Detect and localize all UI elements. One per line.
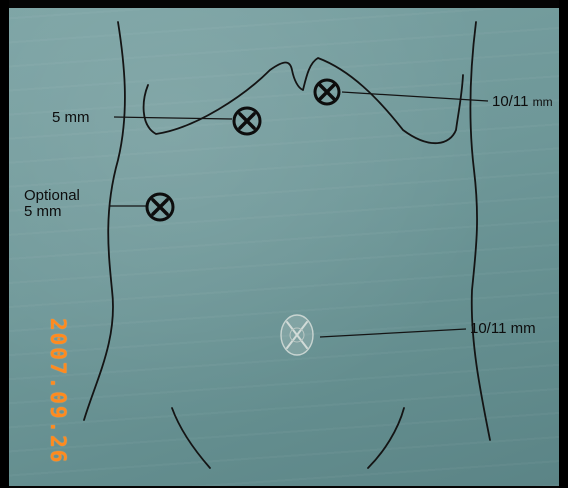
port-marker-umbilical — [281, 315, 313, 355]
torso-right-contour — [470, 22, 490, 440]
frame-edge-right — [559, 0, 568, 488]
label-port-optional-line1: Optional — [24, 188, 80, 204]
leader-umbilical — [320, 329, 466, 337]
label-port-epigastric: 10/11 mm — [492, 94, 553, 110]
label-port-umbilical: 10/11 mm — [470, 321, 536, 337]
torso-left-contour — [84, 22, 125, 420]
date-stamp: 2007.09.26 — [46, 318, 70, 464]
groin-right — [368, 408, 404, 468]
port-marker-left-upper — [234, 108, 260, 134]
groin-left — [172, 408, 210, 468]
port-marker-epigastric — [315, 80, 339, 104]
label-port-optional-line2: 5 mm — [24, 204, 62, 220]
leader-left-upper — [114, 117, 232, 119]
label-port-left-upper: 5 mm — [52, 110, 90, 126]
label-port-epigastric-value: 10/11 — [492, 93, 528, 110]
frame-edge-left — [0, 0, 9, 488]
costal-margin — [144, 58, 463, 143]
leader-epigastric — [342, 92, 488, 101]
label-port-epigastric-unit: mm — [533, 95, 553, 109]
port-marker-optional — [147, 194, 173, 220]
